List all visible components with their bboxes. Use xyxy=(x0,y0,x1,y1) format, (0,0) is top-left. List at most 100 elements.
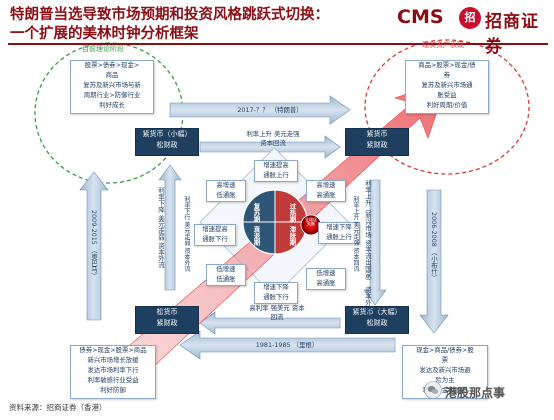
inner-top-line: 资本回流 xyxy=(260,139,286,147)
cms-logo: CMS 招 招商证券 xyxy=(397,4,549,57)
corner-box-top-left: 股票>债券>现金> 商品 复苏及新兴市场与新 周期行业>防御行业 利好成长 xyxy=(70,60,154,114)
inner-right-label: 利率上升（新兴市场 资本流出国家） 资本外流 xyxy=(364,180,373,312)
arrow-top-right xyxy=(169,95,351,125)
corner-bl-line: 利好防御 xyxy=(100,385,126,394)
policy-bl-line: 紧财政 xyxy=(156,319,178,328)
inner-box-line: 高增速 xyxy=(216,181,236,189)
arrow-inner-right xyxy=(363,179,387,306)
inner-bottom-label: 高利率 强美元 资本 回流 xyxy=(232,303,322,321)
side-label-left: 利率下行 美元走弱 资本外流 xyxy=(183,196,190,272)
corner-tl-line: 商品 xyxy=(105,70,119,79)
inner-box-line: 低增速 xyxy=(216,265,236,273)
inner-left-line: 资本外流 xyxy=(157,242,165,268)
corner-tl-line: 股票>债券>现金> xyxy=(84,61,140,69)
arrow-label-left: 2009-2015 （奥巴马） xyxy=(90,210,98,279)
arrow-bottom-left xyxy=(179,330,396,360)
inner-right-line: 利率上升（新兴市场 xyxy=(364,180,372,238)
inner-box-line: 增速下降 xyxy=(326,223,352,231)
quadrant-stagflation: 滞胀期 xyxy=(288,226,296,246)
inner-box-line: 高增速 xyxy=(316,181,336,189)
inner-box-line: 通胀下行 xyxy=(263,292,289,301)
policy-box-top-right: 紧货币 紧财政 xyxy=(345,128,409,156)
inner-box-upper-left: 高增速 低通胀 xyxy=(206,180,246,202)
wechat-icon xyxy=(424,381,442,399)
logo-badge-icon: 招 xyxy=(459,7,481,29)
center-globalization-label: 全球化失衡 xyxy=(305,217,317,227)
actual-performance-label: 现实资产表现 xyxy=(422,41,464,49)
inner-box-line: 高通胀 xyxy=(316,190,336,199)
inner-box-line: 低增速 xyxy=(316,269,336,277)
arrow-left-up xyxy=(79,171,109,321)
inner-left-label: 利率下降 美元走弱 资本外流 xyxy=(157,187,166,268)
policy-box-bottom-left: 松货币 紧财政 xyxy=(135,306,199,334)
page-title-line1: 特朗普当选导致市场预期和投资风格跳跃式切换： xyxy=(10,6,329,23)
inner-box-upper-right: 高增速 高通胀 xyxy=(306,180,346,202)
corner-br-line: 现金>商品/债券>股 xyxy=(416,346,474,354)
corner-tr-line: 利好周期/价值 xyxy=(426,100,468,109)
policy-box-top-left: 紧货币（小幅） 松财政 xyxy=(135,128,199,156)
corner-box-bottom-left: 债券>现金>股票>商品 新兴市场增长放缓 发达市场利率下行 利率敏感行业受益 利… xyxy=(70,345,156,399)
inner-right-line: 资本流出国家） xyxy=(364,239,372,285)
policy-box-bottom-right: 紧货币（大幅） 松财政 xyxy=(345,306,409,334)
corner-bl-line: 利率敏感行业受益 xyxy=(87,375,139,384)
quadrant-recession: 衰退期 xyxy=(252,226,260,246)
arrow-label-right: 2006-2008 （小布什） xyxy=(430,212,438,281)
inner-box-lower-right: 低增速 高通胀 xyxy=(306,268,346,290)
policy-tr-line: 紧财政 xyxy=(366,141,388,150)
inner-box-top: 增速提高 通胀上行 xyxy=(254,160,298,182)
inner-box-line: 低通胀 xyxy=(216,190,236,199)
dashed-ellipse-right xyxy=(364,39,530,175)
title-divider xyxy=(8,43,548,45)
inner-box-bottom: 增速下降 通胀下行 xyxy=(254,282,298,304)
corner-bl-line: 债券>现金>股票>商品 xyxy=(79,346,147,354)
arrow-inner-bottom xyxy=(199,311,341,335)
corner-tr-line: 复苏及新兴市场通 xyxy=(421,80,473,89)
side-label-right: 利率上升 美元走强 资本回流 xyxy=(352,196,359,272)
corner-br-line: 发达及新兴市场避 xyxy=(419,365,471,374)
inner-box-line: 通胀下行 xyxy=(202,234,228,243)
policy-tl-line: 松财政 xyxy=(156,141,178,150)
current-stage-label: 目前理论阶段 xyxy=(82,45,124,53)
inner-box-line: 增速下降 xyxy=(263,283,289,291)
inner-box-line: 通胀上行 xyxy=(326,232,352,241)
corner-tr-line: 胀受益 xyxy=(437,90,457,99)
policy-br-line: 松财政 xyxy=(366,319,388,328)
corner-br-line: 票 xyxy=(441,355,449,364)
source-note: 资料来源：招商证券（香港） xyxy=(9,403,107,412)
corner-br-line: 险为主 xyxy=(435,375,455,384)
corner-tr-line: 券 xyxy=(443,70,451,79)
corner-tr-line: 商品>股票>现金/债 xyxy=(418,61,476,69)
inner-box-line: 增速提高 xyxy=(202,225,228,233)
quadrant-overheat: 过热期 xyxy=(288,203,296,223)
inner-box-line: 通胀上行 xyxy=(263,170,289,179)
inner-box-line: 增速提高 xyxy=(263,161,289,169)
corner-box-bottom-right: 现金>商品/债券>股 票 发达及新兴市场避 险为主 利好现金和国债 xyxy=(402,345,488,399)
corner-tl-line: 利好成长 xyxy=(99,100,125,109)
inner-left-line: 利率下降 美元走弱 xyxy=(157,187,165,241)
arrow-right-down xyxy=(419,189,449,334)
arrow-inner-top xyxy=(199,135,341,159)
policy-tr-line: 紧货币 xyxy=(366,130,388,138)
inner-box-right: 增速下降 通胀上行 xyxy=(318,222,360,244)
watermark-text: 港股那点事 xyxy=(445,386,506,400)
policy-br-line: 紧货币（大幅） xyxy=(352,308,402,316)
arrow-inner-left xyxy=(158,164,182,291)
corner-tl-line: 周期行业>防御行业 xyxy=(83,90,141,99)
logo-company-name: 招商证券 xyxy=(485,12,539,57)
quadrant-recovery: 复苏期 xyxy=(252,203,260,223)
inner-bottom-line: 高利率 强美元 资本 xyxy=(249,304,305,312)
corner-tl-line: 复苏及新兴市场与新 xyxy=(83,80,141,89)
center-circle xyxy=(242,189,322,255)
inner-right-line: 资本外流 xyxy=(364,286,372,313)
corner-box-top-right: 商品>股票>现金/债 券 复苏及新兴市场通 胀受益 利好周期/价值 xyxy=(405,60,489,114)
inner-top-label: 利率上升 美元走强 资本回流 xyxy=(228,129,318,147)
page-title-line2: 一个扩展的美林时钟分析框架 xyxy=(10,25,199,42)
corner-bl-line: 发达市场利率下行 xyxy=(87,365,139,374)
inner-box-line: 低通胀 xyxy=(216,274,236,283)
corner-br-line: 利好现金和国债 xyxy=(422,385,468,394)
inner-bottom-line: 回流 xyxy=(270,313,284,321)
inner-box-left: 增速提高 通胀下行 xyxy=(194,224,236,246)
corner-bl-line: 新兴市场增长放缓 xyxy=(87,355,139,364)
policy-bl-line: 松货币 xyxy=(156,308,178,316)
arrow-label-top: 2017-？？ （特朗普） xyxy=(237,106,303,114)
